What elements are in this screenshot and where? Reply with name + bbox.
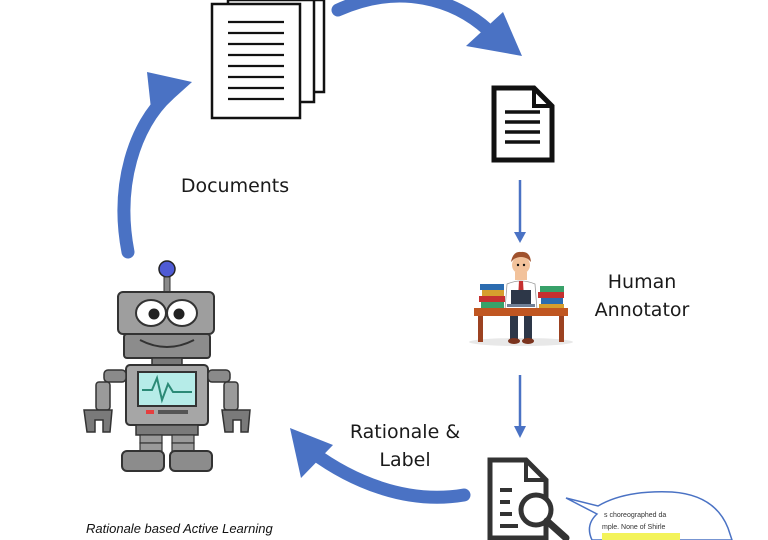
human-label-line1: Human <box>607 271 677 293</box>
human-annotator-label: Human Annotator <box>572 268 712 324</box>
human-annotator-icon <box>469 251 573 346</box>
documents-label-text: Documents <box>180 175 290 197</box>
arrow-document-to-annotator <box>514 180 526 243</box>
document-stack-icon <box>210 0 326 120</box>
speech-bubble-icon: s choreographed da mple. None of Shirle <box>565 491 733 540</box>
arrow-documents-to-document <box>331 0 522 56</box>
rationale-label: Rationale & Label <box>330 418 480 474</box>
arrow-robot-to-documents <box>117 72 192 259</box>
documents-label: Documents <box>160 172 310 200</box>
robot-icon <box>83 260 251 472</box>
rationale-label-line1: Rationale & <box>349 421 461 443</box>
rationale-label-line2: Label <box>379 449 431 471</box>
arrow-annotator-to-search <box>514 375 526 438</box>
document-search-icon <box>487 457 570 540</box>
bubble-text-line1: s choreographed da <box>604 512 666 519</box>
bubble-text-line2: mple. None of Shirle <box>602 524 666 531</box>
diagram-caption: Rationale based Active Learning <box>86 521 273 536</box>
single-document-icon <box>491 85 555 163</box>
arrow-search-to-robot <box>290 428 471 504</box>
human-label-line2: Annotator <box>594 299 690 321</box>
